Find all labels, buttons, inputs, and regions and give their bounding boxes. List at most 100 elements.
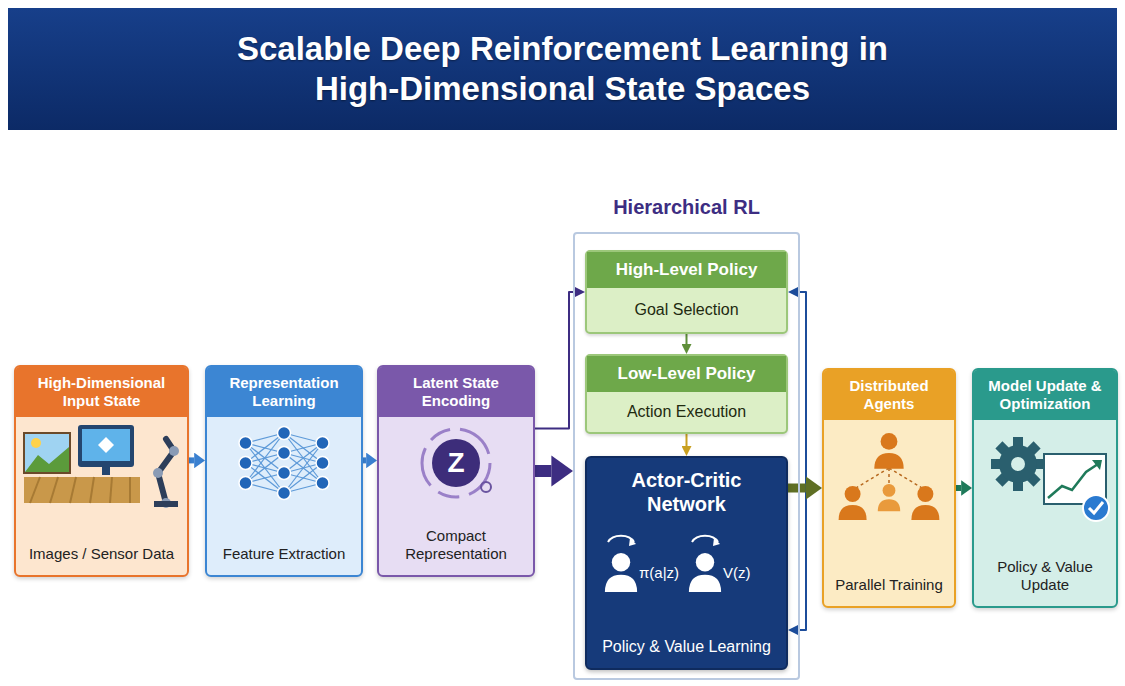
- field-row: [110, 477, 112, 503]
- latent-disc: [432, 439, 480, 487]
- node-heading: Model Update & Optimization: [974, 370, 1116, 420]
- node-body: Images / Sensor Data: [16, 541, 187, 575]
- agent-link: [889, 468, 925, 490]
- net-neuron: [278, 447, 291, 460]
- image-hill: [25, 447, 69, 472]
- robot-joint: [169, 446, 179, 456]
- person-head: [917, 486, 933, 502]
- node-icon: [16, 417, 187, 509]
- node-heading: Low-Level Policy: [587, 356, 786, 392]
- node-heading: Representation Learning: [207, 367, 361, 417]
- monitor-screen: [82, 429, 130, 461]
- net-neuron: [316, 477, 329, 490]
- node-heading: High-Dimensional Input State: [16, 367, 187, 417]
- net-neuron: [278, 487, 291, 500]
- title-bar: Scalable Deep Reinforcement Learning in …: [8, 8, 1117, 130]
- net-neuron: [316, 457, 329, 470]
- connector-arrow: [788, 484, 806, 493]
- value-symbol: V(z): [723, 564, 751, 581]
- node-icon: [974, 420, 1116, 532]
- net-neuron: [278, 427, 291, 440]
- person-body: [839, 505, 867, 520]
- field-row: [30, 477, 40, 503]
- field-row: [70, 477, 76, 503]
- process-box: Representation LearningFeature Extractio…: [205, 365, 363, 577]
- lens-symbol: [481, 482, 491, 492]
- node-heading: Distributed Agents: [824, 370, 954, 420]
- monitor-stand: [102, 467, 110, 475]
- person-body: [605, 575, 637, 592]
- person-head: [883, 484, 896, 497]
- connector-arrow: [363, 457, 366, 463]
- person-head: [612, 553, 630, 571]
- process-box: Model Update & OptimizationPolicy & Valu…: [972, 368, 1118, 608]
- icon-area: [974, 420, 1116, 532]
- cycle-arrow-head: [713, 538, 720, 546]
- agent-link: [853, 468, 889, 490]
- group-heading: Hierarchical RL: [575, 196, 798, 219]
- field: [24, 477, 140, 503]
- chart-arrow: [1092, 460, 1102, 470]
- field-row: [90, 477, 94, 503]
- node-body: Policy & Value Learning: [587, 633, 786, 668]
- person-head: [696, 553, 714, 571]
- person-head: [845, 486, 861, 502]
- connector-arrow: [189, 457, 194, 463]
- connector-arrow: [535, 292, 575, 429]
- node-heading: Latent State Encoding: [379, 367, 533, 417]
- person-body: [911, 505, 939, 520]
- connector-arrow: [956, 485, 961, 491]
- node-body: Policy & Value Update: [974, 554, 1116, 606]
- node-heading: High-Level Policy: [587, 252, 786, 288]
- check-badge: [1083, 495, 1109, 521]
- image-frame: [24, 433, 70, 473]
- net-neuron: [239, 477, 252, 490]
- icon-area: π(a|z) V(z): [587, 520, 786, 604]
- check-mark: [1089, 502, 1103, 513]
- person-body: [874, 453, 903, 469]
- screen-symbol: [98, 437, 114, 453]
- person-body: [878, 499, 900, 511]
- policy-symbol: π(a|z): [639, 564, 679, 581]
- net-link: [246, 453, 285, 483]
- image-sun: [31, 438, 41, 448]
- group-panel: Hierarchical RLHigh-Level PolicyGoal Sel…: [573, 232, 800, 680]
- node-heading: Actor-Critic Network: [587, 458, 786, 520]
- net-link: [284, 463, 323, 493]
- latent-ring: [422, 429, 490, 497]
- node-body: Compact Representation: [379, 523, 533, 575]
- agent-link: [888, 468, 890, 484]
- node-body: Goal Selection: [587, 292, 786, 328]
- policy-box: Low-Level PolicyAction Execution: [585, 354, 788, 434]
- node-body: Parallel Training: [824, 572, 954, 606]
- field-row: [50, 477, 58, 503]
- chart-line: [1048, 464, 1098, 498]
- gear-hub: [1011, 457, 1025, 471]
- person-head: [881, 433, 898, 450]
- monitor: [78, 425, 134, 467]
- node-icon: [824, 420, 954, 532]
- policy-box: High-Level PolicyGoal Selection: [585, 250, 788, 334]
- connector-arrow: [686, 434, 688, 446]
- icon-area: [207, 417, 361, 509]
- gear: [999, 445, 1037, 483]
- icon-area: [824, 420, 954, 532]
- connector-arrow: [686, 334, 688, 344]
- process-box: Latent State EncodingZ Compact Representa…: [377, 365, 535, 577]
- input-box: High-Dimensional Input StateImages / Sen…: [14, 365, 189, 577]
- process-box: Distributed AgentsParallel Training: [822, 368, 956, 608]
- node-body: Action Execution: [587, 394, 786, 430]
- network-box: Actor-Critic Network π(a|z) V(z) Policy & V…: [585, 456, 788, 670]
- node-body: Feature Extraction: [207, 541, 361, 575]
- robot-joint: [153, 468, 163, 478]
- person-body: [689, 575, 721, 592]
- connector-arrow: [535, 465, 551, 477]
- cycle-arrow-head: [629, 538, 636, 546]
- icon-area: Z: [379, 417, 533, 509]
- icon-area: [16, 417, 187, 509]
- net-neuron: [316, 437, 329, 450]
- net-neuron: [239, 437, 252, 450]
- node-icon: [587, 520, 786, 604]
